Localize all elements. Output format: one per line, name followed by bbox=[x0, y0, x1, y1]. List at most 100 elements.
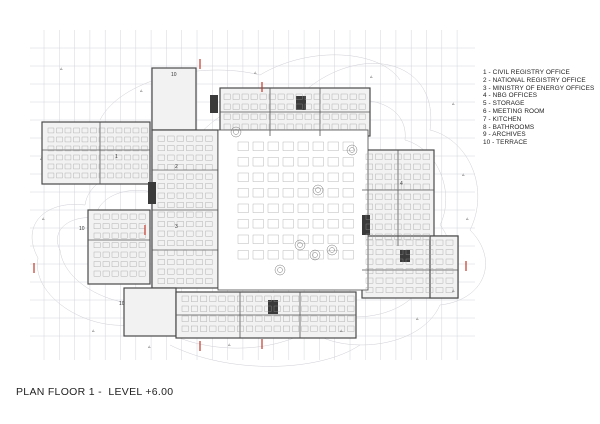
desk bbox=[349, 93, 357, 100]
legend-item: 8 - BATHROOMS bbox=[483, 123, 535, 131]
desk bbox=[205, 135, 213, 142]
desk bbox=[312, 157, 324, 167]
desk bbox=[157, 192, 165, 199]
desk bbox=[232, 103, 240, 110]
desk bbox=[384, 193, 392, 200]
desk bbox=[295, 93, 303, 100]
desk bbox=[205, 145, 213, 151]
desk bbox=[338, 295, 346, 302]
desk bbox=[241, 93, 249, 100]
tree-icon bbox=[312, 252, 318, 258]
desk bbox=[310, 325, 318, 332]
desk bbox=[365, 153, 373, 160]
desk bbox=[167, 221, 175, 227]
building-block bbox=[41, 121, 151, 185]
desk bbox=[403, 223, 411, 230]
desk bbox=[56, 145, 63, 152]
desk bbox=[129, 232, 137, 239]
desk bbox=[191, 305, 198, 312]
desk bbox=[267, 219, 279, 229]
desk bbox=[205, 240, 213, 246]
desk bbox=[384, 163, 392, 170]
desk bbox=[167, 230, 175, 237]
desk bbox=[435, 249, 444, 255]
building-block bbox=[151, 129, 219, 289]
legend-item: 3 - MINISTRY OF ENERGY OFFICES bbox=[483, 84, 595, 92]
desk bbox=[375, 239, 384, 246]
desk bbox=[111, 251, 119, 258]
desk bbox=[195, 173, 203, 180]
desk bbox=[191, 325, 198, 332]
desk bbox=[425, 249, 434, 255]
desk bbox=[107, 172, 114, 179]
desk bbox=[176, 221, 184, 227]
desk bbox=[120, 270, 128, 277]
desk bbox=[375, 233, 383, 240]
desk bbox=[250, 113, 258, 120]
desk bbox=[422, 193, 430, 200]
desk bbox=[338, 325, 346, 332]
desk bbox=[209, 315, 217, 322]
desk bbox=[310, 315, 318, 322]
desk bbox=[445, 258, 454, 265]
room-label-terrace-bottom: 10 bbox=[119, 301, 125, 307]
desk bbox=[120, 261, 128, 267]
desk bbox=[259, 103, 267, 110]
desk bbox=[132, 145, 140, 152]
desk bbox=[403, 183, 411, 190]
desk bbox=[129, 261, 137, 267]
desk bbox=[385, 258, 394, 265]
desk bbox=[141, 127, 148, 134]
desk bbox=[176, 192, 184, 199]
desk bbox=[273, 295, 281, 302]
desk bbox=[132, 172, 140, 179]
desk bbox=[259, 113, 267, 120]
desk bbox=[365, 287, 374, 293]
desk bbox=[422, 183, 430, 190]
desk bbox=[282, 188, 294, 198]
desk bbox=[90, 172, 97, 179]
desk bbox=[167, 240, 175, 246]
desk bbox=[227, 305, 235, 312]
desk bbox=[205, 173, 213, 180]
desk bbox=[129, 223, 137, 229]
desk bbox=[312, 188, 324, 198]
desk bbox=[384, 173, 392, 180]
desk bbox=[292, 325, 300, 332]
desk bbox=[331, 103, 339, 110]
desk bbox=[167, 211, 175, 218]
desk bbox=[115, 145, 123, 152]
desk bbox=[394, 233, 402, 240]
desk bbox=[191, 295, 198, 302]
desk bbox=[445, 239, 454, 246]
desk bbox=[186, 249, 194, 256]
desk bbox=[375, 183, 383, 190]
desk bbox=[358, 123, 366, 130]
desk bbox=[259, 93, 267, 100]
desk bbox=[237, 219, 249, 229]
desk bbox=[241, 103, 249, 110]
desk bbox=[237, 305, 244, 312]
desk bbox=[304, 93, 312, 100]
desk bbox=[237, 250, 249, 260]
desk bbox=[395, 287, 404, 293]
desk bbox=[365, 163, 373, 170]
desk bbox=[157, 240, 165, 246]
room-legend: 1 - CIVIL REGISTRY OFFICE 2 - NATIONAL R… bbox=[483, 69, 594, 147]
desk bbox=[342, 234, 354, 244]
desk bbox=[237, 157, 249, 167]
desk bbox=[124, 136, 131, 143]
building-block bbox=[123, 287, 177, 337]
desk bbox=[141, 136, 148, 143]
desk bbox=[375, 277, 384, 284]
desk bbox=[415, 249, 424, 255]
desk bbox=[375, 153, 383, 160]
desk bbox=[186, 211, 194, 218]
desk bbox=[186, 135, 194, 142]
desk bbox=[237, 315, 244, 322]
desk bbox=[218, 295, 226, 302]
desk bbox=[195, 154, 203, 161]
desk bbox=[413, 203, 421, 210]
desk bbox=[422, 203, 430, 210]
